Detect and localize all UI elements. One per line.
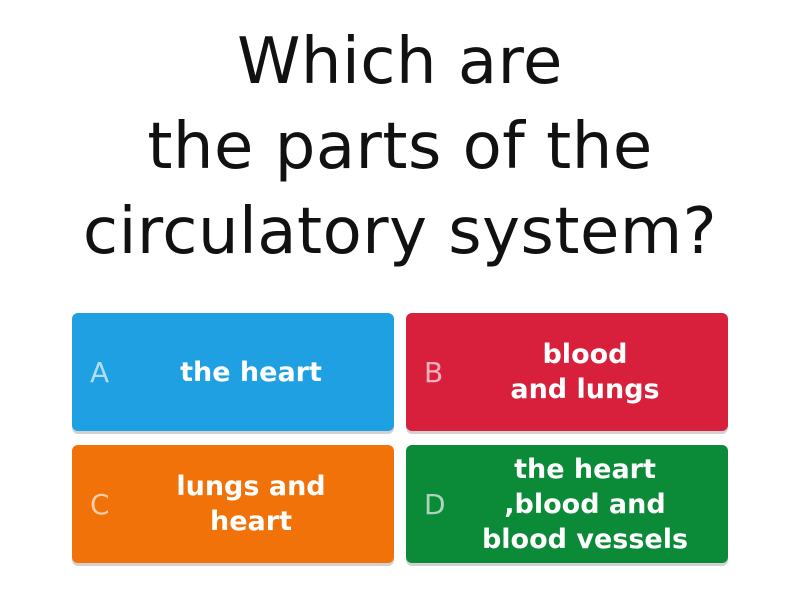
answer-letter: C	[90, 487, 110, 521]
answer-option-b[interactable]: B blood and lungs	[406, 313, 728, 431]
answer-letter: D	[424, 487, 446, 521]
answer-label: the heart ,blood and blood vessels	[481, 453, 689, 555]
answer-label: blood and lungs	[510, 339, 660, 405]
answer-label: lungs and heart	[176, 471, 326, 537]
question-text: Which are the parts of the circulatory s…	[82, 24, 718, 269]
answer-option-c[interactable]: C lungs and heart	[72, 445, 394, 563]
answer-option-d[interactable]: D the heart ,blood and blood vessels	[406, 445, 728, 563]
answer-letter: B	[424, 355, 444, 389]
answer-letter: A	[90, 355, 110, 389]
answer-option-a[interactable]: A the heart	[72, 313, 394, 431]
answer-label: the heart	[180, 356, 322, 388]
